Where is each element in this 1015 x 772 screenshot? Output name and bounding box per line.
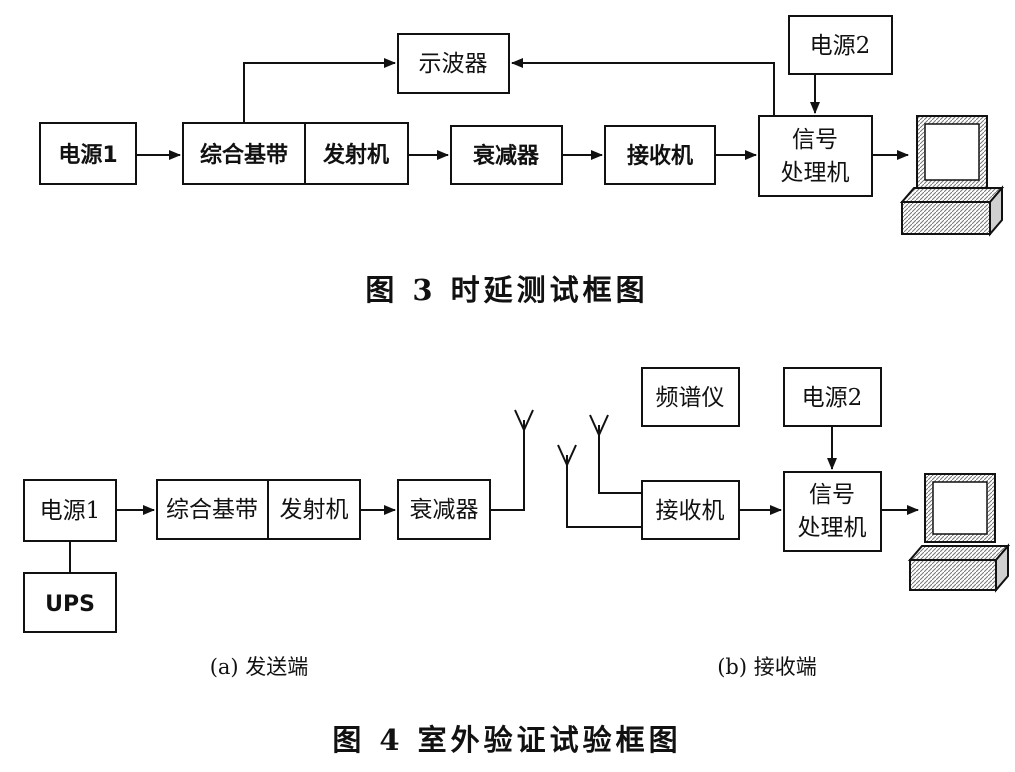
fig4-signal-processor-label-2: 处理机 — [798, 515, 867, 541]
fig4-receiver-box — [641, 480, 740, 540]
fig4-power1-label: 电源1 — [40, 498, 101, 524]
figure-3: 电源1 综合基带 发射机 衰减器 接收机 信号 处理机 示波器 电源2 — [39, 15, 1005, 307]
fig4-line-antenna2-to-receiver — [598, 425, 642, 494]
fig3-attenuator-label: 衰减器 — [472, 143, 540, 169]
fig4-signal-processor-box — [783, 471, 882, 552]
fig4-line-antenna1-to-receiver — [566, 455, 642, 528]
fig4-line-attenuator-to-antenna — [490, 420, 525, 511]
fig3-arrow-baseband-to-oscilloscope — [243, 58, 396, 123]
fig4-ups-box — [23, 572, 117, 633]
fig4-attenuator-box — [397, 479, 491, 540]
figure-4: 电源1 UPS 综合基带 发射机 衰减器 频谱仪 电源2 接收机 信号 处理机 — [23, 367, 1011, 757]
fig4-spectrum-analyzer-label: 频谱仪 — [656, 385, 725, 411]
fig3-baseband-label: 综合基带 — [200, 142, 288, 168]
fig4-power2-label: 电源2 — [802, 385, 863, 411]
fig3-transmitter-box — [304, 122, 409, 185]
fig3-receiver-box — [604, 125, 716, 185]
fig3-baseband-box — [182, 122, 306, 185]
fig3-signal-processor-label-1: 信号 — [792, 127, 838, 153]
fig3-signal-processor-box — [758, 115, 873, 197]
fig3-transmitter-label: 发射机 — [322, 142, 389, 168]
fig4-computer-icon — [907, 473, 1011, 593]
fig3-caption: 图 3 时延测试框图 — [365, 273, 648, 307]
fig3-receiver-label: 接收机 — [627, 143, 693, 169]
fig4-receive-antenna-1-icon — [557, 444, 577, 466]
fig4-attenuator-label: 衰减器 — [410, 497, 479, 523]
fig4-transmitter-label: 发射机 — [280, 497, 349, 523]
fig4-transmit-antenna-icon — [514, 409, 534, 431]
fig4-power1-box — [23, 479, 117, 542]
fig4-baseband-box — [156, 479, 269, 540]
fig3-arrow-processor-to-oscilloscope — [511, 58, 775, 116]
fig3-signal-processor-label-2: 处理机 — [781, 160, 850, 186]
fig4-subcaption-b: (b) 接收端 — [717, 655, 817, 679]
fig4-caption: 图 4 室外验证试验框图 — [332, 723, 681, 757]
fig3-power1-box — [39, 122, 137, 185]
fig3-computer-icon — [899, 115, 1005, 237]
fig4-power2-box — [783, 367, 882, 427]
fig4-subcaption-a: (a) 发送端 — [210, 655, 309, 679]
fig4-spectrum-analyzer-box — [641, 367, 740, 427]
fig4-signal-processor-label-1: 信号 — [809, 482, 855, 508]
fig3-oscilloscope-label: 示波器 — [419, 51, 488, 77]
fig3-power2-label: 电源2 — [810, 33, 871, 59]
fig4-receive-antenna-2-icon — [589, 414, 609, 436]
fig4-receiver-label: 接收机 — [656, 498, 725, 524]
fig3-power2-box — [788, 15, 893, 75]
fig3-oscilloscope-box — [397, 33, 510, 94]
fig4-baseband-label: 综合基带 — [166, 497, 258, 523]
fig3-power1-label: 电源1 — [58, 143, 117, 168]
fig4-ups-label: UPS — [45, 592, 95, 617]
